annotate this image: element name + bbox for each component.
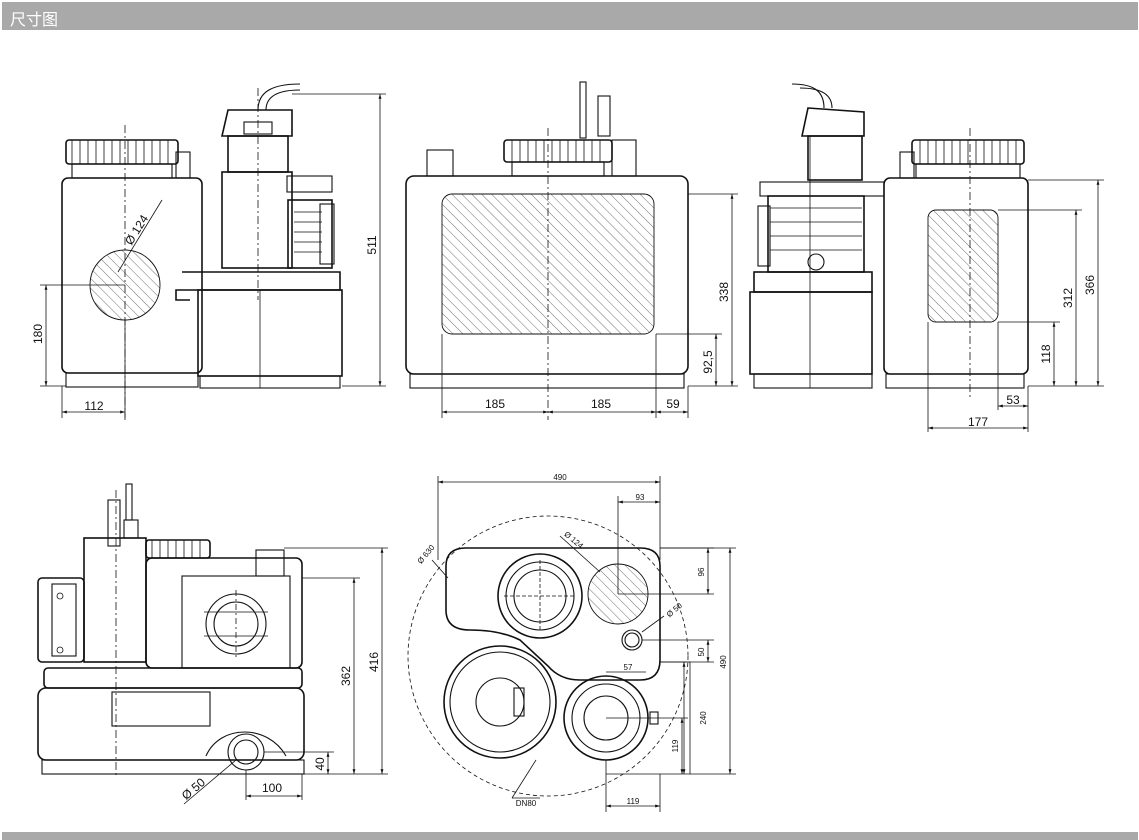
rear-view: 416 362 40 100 Ø 50 [37,483,388,805]
dim-240: 240 [699,711,708,725]
dim-180: 180 [31,324,45,344]
dim-119-v: 119 [671,739,680,752]
dim-338: 338 [717,282,731,302]
dim-53: 53 [1006,393,1020,407]
dim-dia-124: Ø 124 [122,212,151,247]
side-left-view: 511 180 112 Ø 124 [31,83,386,420]
dim-59: 59 [666,397,680,411]
dim-366: 366 [1083,275,1097,295]
dim-57: 57 [624,663,633,672]
dim-185-a: 185 [485,397,505,411]
dim-92-5: 92,5 [701,350,715,374]
dim-112: 112 [84,399,103,413]
front-view: 338 92,5 185 185 59 [405,81,738,420]
page-title: 尺寸图 [10,10,59,29]
dim-93: 93 [636,493,645,502]
side-right-view: 366 312 118 53 177 [749,83,1104,432]
top-view: 490 93 Ø 630 Ø 124 96 Ø 50 490 50 57 [407,473,736,812]
dim-416: 416 [367,652,381,672]
dim-50-top: 50 [697,647,706,656]
dim-96: 96 [697,567,706,576]
dim-362: 362 [339,666,353,686]
dim-490-v: 490 [719,655,728,669]
dim-dia-50-top: Ø 50 [665,601,684,619]
dim-185-b: 185 [591,397,611,411]
dim-118: 118 [1039,344,1053,363]
dim-100: 100 [262,781,282,795]
dim-40: 40 [313,757,327,771]
dim-dn80: DN80 [516,799,537,808]
dim-511: 511 [365,235,379,254]
dim-177: 177 [968,415,988,429]
dim-312: 312 [1061,288,1075,308]
dim-119-h: 119 [627,797,640,806]
dim-dia-50-rear: Ø 50 [179,775,208,803]
dim-490-h: 490 [553,473,567,482]
header-bar: 尺寸图 [2,2,1138,30]
footer-bar [2,832,1138,840]
